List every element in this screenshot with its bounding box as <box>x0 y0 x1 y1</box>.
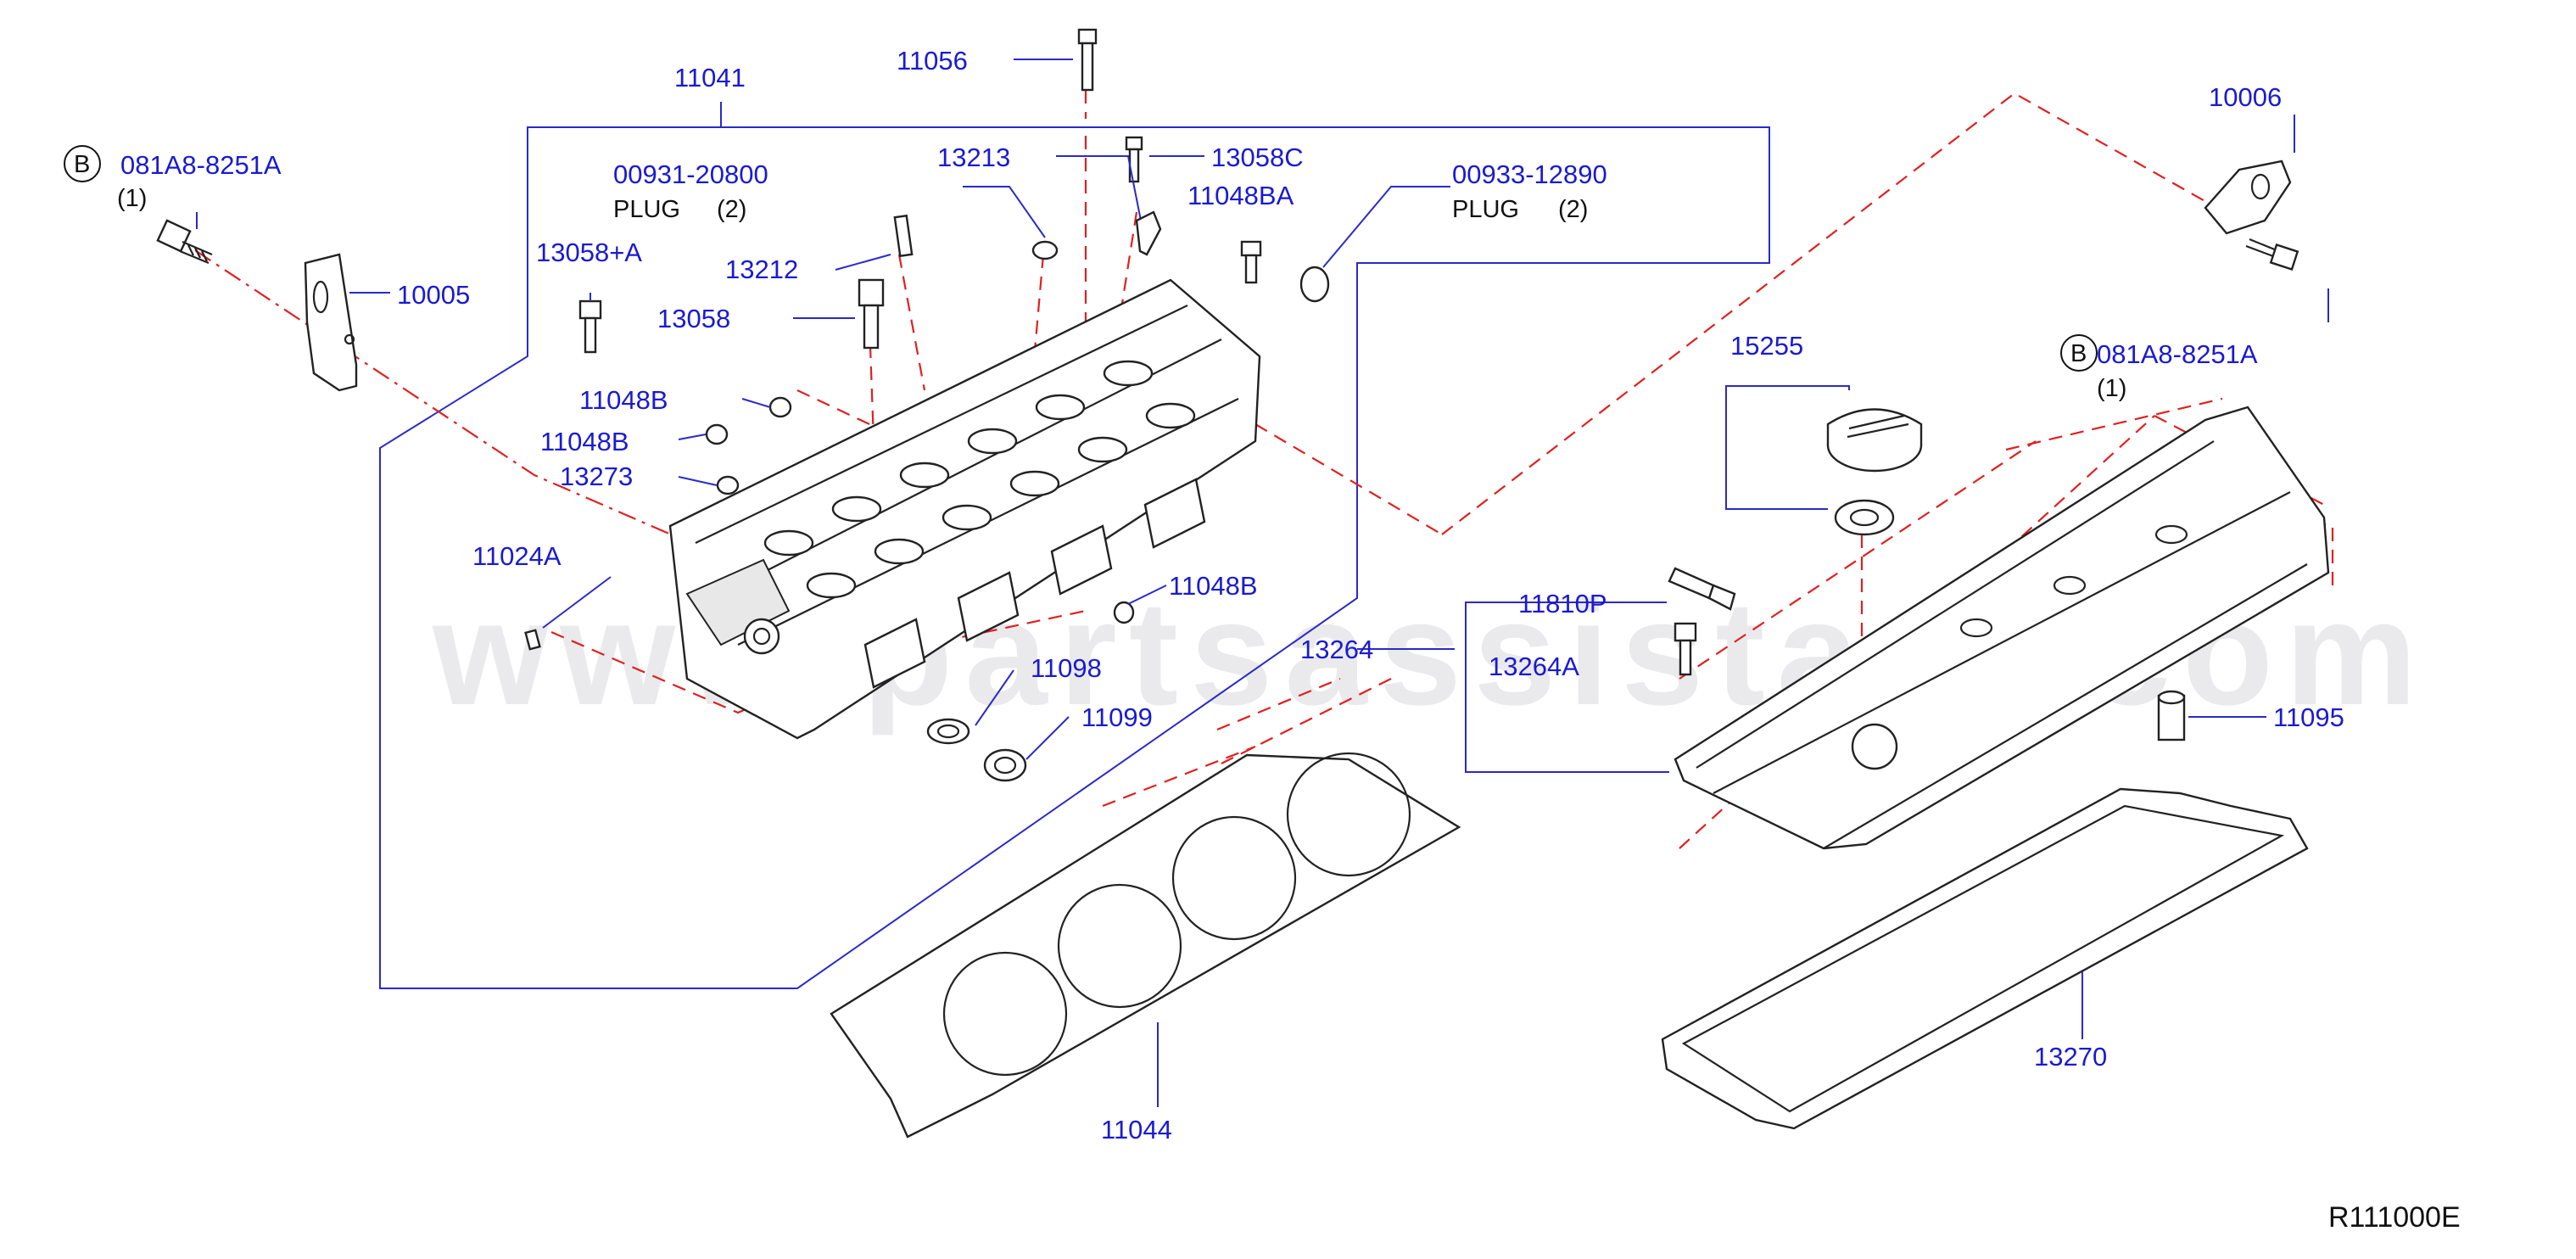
label-13212: 13212 <box>725 255 798 284</box>
leader-13212 <box>835 254 891 271</box>
label-13264a: 13264A <box>1489 652 1579 681</box>
plug-00933 <box>1299 266 1330 303</box>
circle-b-right <box>2060 334 2098 372</box>
bracket-10006 <box>2204 159 2292 235</box>
label-11024a: 11024A <box>472 541 562 571</box>
leader-13213 <box>1056 155 1142 221</box>
leader-11048b-3 <box>1127 585 1167 605</box>
label-11048b-1: 11048B <box>579 385 668 415</box>
bracket-10005 <box>304 253 358 392</box>
label-081a8-8251a-right: 081A8-8251A <box>2097 339 2258 369</box>
leader-11024a <box>542 576 612 629</box>
label-13270: 13270 <box>2034 1042 2107 1072</box>
bolt-11056 <box>1077 28 1098 92</box>
label-11810p: 11810P <box>1518 589 1607 618</box>
label-qty-right: (1) <box>2097 375 2126 402</box>
label-00933-12890: 00933-12890 <box>1452 159 1607 189</box>
leader-11099 <box>1025 716 1070 760</box>
label-plug-1-qty: (2) <box>717 196 746 223</box>
label-11048b-3: 11048B <box>1169 571 1258 601</box>
bolt-13264a <box>1674 622 1697 676</box>
label-15255: 15255 <box>1730 331 1803 361</box>
plug-11048b-lower <box>1113 601 1135 624</box>
bolt-13058 <box>858 278 885 350</box>
dowel-11024a <box>524 629 541 651</box>
washer-13273 <box>716 475 740 495</box>
pcv-valve-11810p <box>1668 567 1736 611</box>
label-081a8-8251a-left: 081A8-8251A <box>120 150 282 180</box>
leader-11048b-1 <box>741 398 771 408</box>
label-13213: 13213 <box>937 143 1010 172</box>
hidden-lines-valves <box>796 68 1138 459</box>
label-qty-left: (1) <box>117 185 147 212</box>
leader-11098 <box>975 669 1014 726</box>
bolt-081a8-right <box>2245 238 2299 271</box>
label-11044: 11044 <box>1101 1115 1172 1144</box>
label-11041: 11041 <box>674 63 746 92</box>
label-13058a: 13058+A <box>536 238 642 267</box>
label-plug-1: PLUG <box>613 196 680 223</box>
leader-15255 <box>1725 385 1850 510</box>
plug-11048b-upper <box>768 396 792 418</box>
rocker-cover-gasket-13270 <box>1661 787 2309 1130</box>
leader-13273 <box>678 476 718 486</box>
bracket-11810p-13264a <box>1465 602 1669 773</box>
seal-11099 <box>983 748 1027 782</box>
cap-seal <box>1834 499 1895 536</box>
label-11048b-2: 11048B <box>540 427 629 456</box>
label-11098: 11098 <box>1031 653 1102 683</box>
hidden-line-gasket <box>1102 745 1256 808</box>
label-plug-2: PLUG <box>1452 196 1519 223</box>
leader-11048b-2 <box>678 434 707 440</box>
diagram-reference-code: R111000E <box>2328 1201 2461 1234</box>
label-13273: 13273 <box>560 462 633 491</box>
leader-00933 <box>1322 186 1450 268</box>
label-13264: 13264 <box>1300 635 1373 664</box>
guide-13213 <box>1135 210 1162 256</box>
rocker-cover <box>1674 406 2330 850</box>
label-10005: 10005 <box>397 280 470 310</box>
plug-00931 <box>1031 240 1059 260</box>
label-00931-20800: 00931-20800 <box>613 159 768 189</box>
label-11056: 11056 <box>897 46 968 76</box>
label-b-right: B <box>2070 340 2087 367</box>
label-11048ba: 11048BA <box>1187 181 1294 210</box>
bolt-081a8-left <box>156 219 213 265</box>
label-13058: 13058 <box>657 304 730 333</box>
plug-11095 <box>2157 690 2186 741</box>
head-gasket-11044 <box>830 752 1461 1139</box>
plug-11048b-middle <box>705 423 729 445</box>
label-11095: 11095 <box>2273 702 2344 732</box>
label-10006: 10006 <box>2209 82 2282 112</box>
label-11099: 11099 <box>1081 702 1153 732</box>
exhaust-ports <box>863 478 1206 689</box>
cylinder-head <box>668 278 1261 740</box>
bolt-11048ba <box>1240 240 1262 284</box>
cam-journals <box>763 360 1196 599</box>
pin-13212 <box>893 214 914 258</box>
bolt-13058a <box>578 299 602 354</box>
oil-filler-cap-15255 <box>1826 408 1923 473</box>
circle-b-left <box>64 145 101 182</box>
cylinder-head-group-outline <box>379 126 1770 989</box>
label-13058c: 13058C <box>1211 143 1304 172</box>
label-plug-2-qty: (2) <box>1558 196 1588 223</box>
label-b-left: B <box>74 151 90 178</box>
leader-00931 <box>963 186 1046 238</box>
seal-11098 <box>926 718 970 745</box>
